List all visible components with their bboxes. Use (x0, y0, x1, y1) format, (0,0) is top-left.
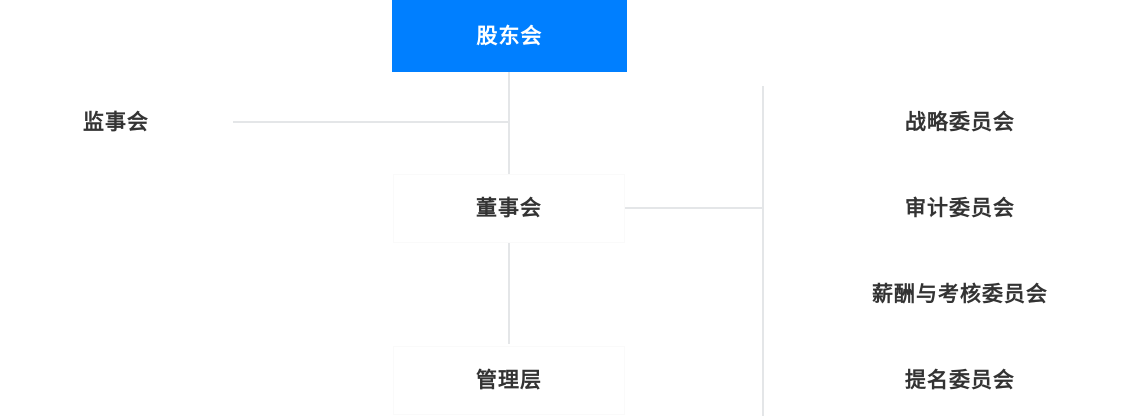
connector-shareholders-to-board (508, 72, 510, 174)
node-board-of-supervisors[interactable]: 监事会 (16, 96, 216, 148)
node-board-of-directors[interactable]: 董事会 (393, 182, 625, 234)
node-nomination-committee[interactable]: 提名委员会 (800, 354, 1120, 406)
node-label-management: 管理层 (476, 368, 542, 392)
node-label-nomination-committee: 提名委员会 (905, 368, 1015, 392)
node-label-board-of-directors: 董事会 (476, 196, 542, 220)
node-label-remuneration-committee: 薪酬与考核委员会 (872, 282, 1048, 306)
node-audit-committee[interactable]: 审计委员会 (800, 182, 1120, 234)
node-label-shareholders-meeting: 股东会 (476, 24, 543, 48)
node-shareholders-meeting[interactable]: 股东会 (392, 0, 627, 72)
node-label-strategy-committee: 战略委员会 (905, 110, 1015, 134)
node-label-board-of-supervisors: 监事会 (83, 110, 149, 134)
node-management[interactable]: 管理层 (393, 354, 625, 406)
connector-shareholders-to-supervisors (233, 121, 509, 123)
node-label-audit-committee: 审计委员会 (905, 196, 1015, 220)
connector-committee-spine (762, 86, 764, 416)
node-remuneration-committee[interactable]: 薪酬与考核委员会 (800, 268, 1120, 320)
connector-board-to-management (508, 243, 510, 344)
node-strategy-committee[interactable]: 战略委员会 (800, 96, 1120, 148)
connector-board-to-committees (625, 207, 763, 209)
